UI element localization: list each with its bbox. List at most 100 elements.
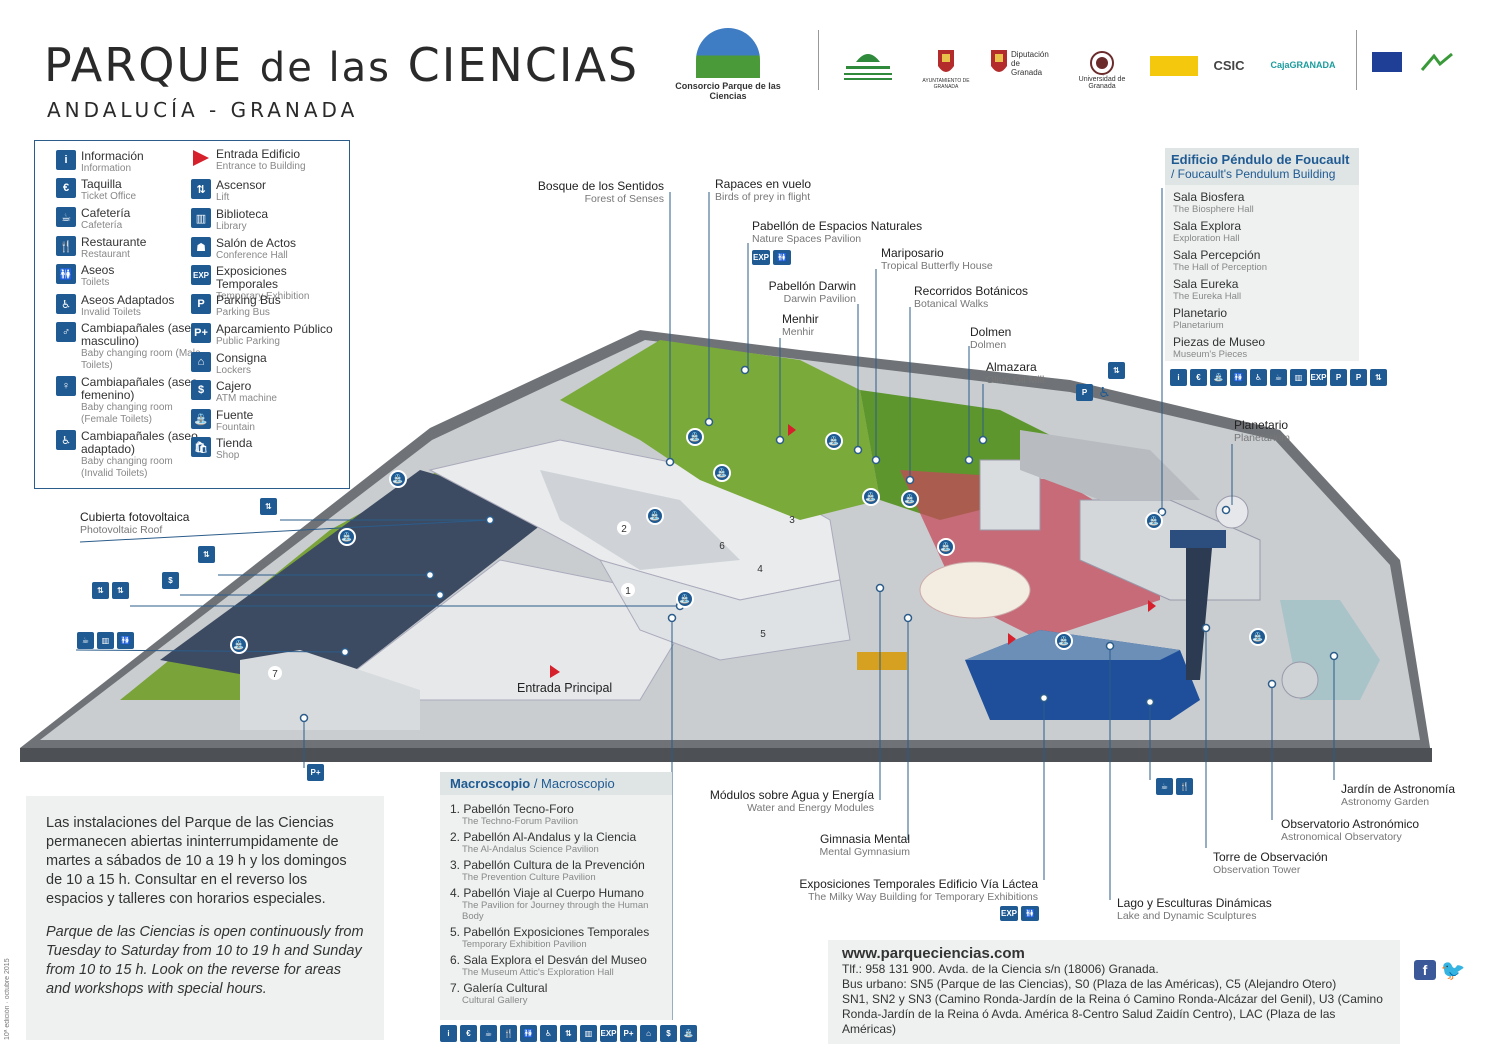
opening-hours-panel: Las instalaciones del Parque de las Cien… xyxy=(26,796,384,1040)
fountain-icon: ⛲ xyxy=(901,490,919,508)
atm-marker: $ xyxy=(162,572,179,589)
naturales-icons: EXP🚻 xyxy=(752,250,791,265)
fountain-icon: ⛲ xyxy=(1145,512,1163,530)
fountain-icon: ⛲ xyxy=(686,428,704,446)
legend-label: Información xyxy=(81,149,144,163)
fountain-icon: ⛲ xyxy=(713,464,731,482)
fountain-icon: ⛲ xyxy=(1055,632,1073,650)
fountain-icon: ⛲ xyxy=(825,432,843,450)
label-via-lactea: Exposiciones Temporales Edificio Vía Lác… xyxy=(799,877,1038,904)
info-icon: i xyxy=(56,150,76,170)
lift-marker-1: ⇅ xyxy=(260,498,277,515)
legend-sublabel: Baby changing room (Female Toilets) xyxy=(81,402,173,425)
legend-sublabel: Lockers xyxy=(216,365,252,376)
legend-label: Restaurante xyxy=(81,235,147,249)
legend-sublabel: Cafetería xyxy=(81,220,123,231)
via-lactea-icons: EXP🚻 xyxy=(1000,906,1039,921)
legend-sublabel: Toilets xyxy=(81,277,110,288)
legend-sublabel: Conference Hall xyxy=(216,250,288,261)
conference-icon: ☗ xyxy=(191,237,211,257)
legend-baby-adapted: ♿Cambiapañales (aseo adaptado)Baby chang… xyxy=(56,430,206,480)
facebook-icon[interactable]: f xyxy=(1414,960,1436,980)
legend-label: Aseos Adaptados xyxy=(81,293,175,307)
legend-label: Biblioteca xyxy=(216,207,269,221)
caja-logo: CajaGRANADA xyxy=(1270,60,1336,70)
ministerio-logo xyxy=(1150,56,1198,76)
ayuntamiento-logo: AYUNTAMIENTO DE GRANADA xyxy=(915,48,977,90)
legend-label: Fuente xyxy=(216,408,254,422)
fondos-logo xyxy=(1418,52,1458,74)
left-facility-icons: ☕▥🚻 xyxy=(77,632,134,649)
bus-parking-markers: P♿ xyxy=(1076,384,1113,401)
legend-label: Taquilla xyxy=(81,177,122,191)
legend-baby-male: ♂Cambiapañales (aseo masculino)Baby chan… xyxy=(56,322,206,372)
foucault-panel: Edificio Péndulo de Foucault/ Foucault's… xyxy=(1165,148,1359,361)
legend-label: Cambiapañales (aseo femenino) xyxy=(81,375,198,402)
eu-logo xyxy=(1372,52,1402,72)
contact-panel: www.parqueciencias.com Tlf.: 958 131 900… xyxy=(828,940,1400,1044)
lift-marker-2: ⇅ xyxy=(198,546,215,563)
num-4: 4 xyxy=(757,564,763,575)
restaurant-icon: 🍴 xyxy=(56,236,76,256)
legend-sublabel: Temporary Exhibition xyxy=(216,291,310,302)
public-parking-icon: P+ xyxy=(191,323,211,343)
legend-sublabel: Ticket Office xyxy=(81,191,137,202)
legend-sublabel: Lift xyxy=(216,192,230,203)
legend-label: Ascensor xyxy=(216,178,267,192)
website-link[interactable]: www.parqueciencias.com xyxy=(842,945,1025,962)
legend-sublabel: Entrance to Building xyxy=(216,161,306,172)
fountain-icon: ⛲ xyxy=(676,590,694,608)
lockers-icon: ⌂ xyxy=(191,352,211,372)
macroscopio-panel: Macroscopio / Macroscopio 1. Pabellón Te… xyxy=(440,772,672,1020)
legend-label: Parking Bus xyxy=(216,293,281,307)
opening-hours-en: Parque de las Ciencias is open continuou… xyxy=(46,924,364,997)
opening-hours-es: Las instalaciones del Parque de las Cien… xyxy=(46,815,347,907)
legend-sublabel: Baby changing room (Male Toilets) xyxy=(81,348,201,371)
legend-sublabel: Shop xyxy=(216,450,240,461)
park-subtitle: ANDALUCÍA - GRANADA xyxy=(47,98,359,122)
legend-label: Cambiapañales (aseo masculino) xyxy=(81,321,198,348)
wheelchair-icon: ♿ xyxy=(56,294,76,314)
csic-logo: CSIC xyxy=(1213,58,1245,73)
legend-label: Entrada Edificio xyxy=(216,147,301,161)
legend-sublabel: Fountain xyxy=(216,422,255,433)
num-5: 5 xyxy=(760,629,766,640)
universidad-logo: Universidad de Granada xyxy=(1065,50,1139,90)
junta-logo xyxy=(826,40,910,90)
baby-adapted-icon: ♿ xyxy=(56,430,76,450)
twitter-icon[interactable]: 🐦 xyxy=(1440,959,1466,982)
legend-baby-female: ♀Cambiapañales (aseo femenino)Baby chang… xyxy=(56,376,206,426)
